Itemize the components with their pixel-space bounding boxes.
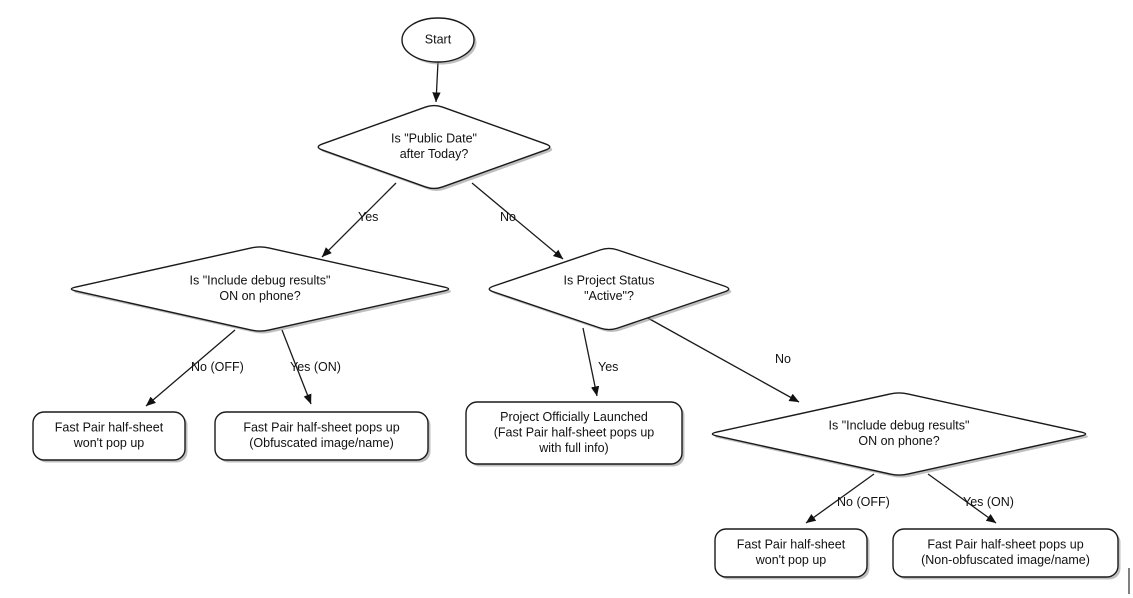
debug-results-decision-right-outline [711,392,1087,476]
edge-public-date-no [471,182,564,260]
result-no-popup-left-outline [32,411,186,461]
debug-results-decision-right-line-0: Is "Include debug results" [829,419,970,433]
result-no-popup-right-outline [714,528,868,578]
result-obfuscated-line-0: Fast Pair half-sheet pops up [243,421,399,435]
debug-results-decision-left[interactable]: Is "Include debug results"ON on phone? [70,246,452,334]
result-no-popup-right-line-1: won't pop up [755,553,827,567]
debug-results-decision-right-line-1: ON on phone? [858,434,939,448]
result-obfuscated-outline [214,411,429,461]
public-date-decision-line-0: Is "Public Date" [391,132,477,146]
project-status-decision-outline [488,247,730,331]
edge-debug-left-no-off-label: No (OFF) [191,360,244,374]
debug-results-decision-left-line-0: Is "Include debug results" [190,274,331,288]
result-non-obfuscated-outline [892,528,1119,578]
start[interactable]: Start [401,17,477,65]
debug-results-decision-left-outline [70,246,450,332]
result-non-obfuscated-line-0: Fast Pair half-sheet pops up [927,538,1083,552]
debug-results-decision-left-line-1: ON on phone? [219,289,300,303]
edges-layer [145,61,997,524]
result-project-launched-line-2: with full info) [538,441,608,455]
edge-public-date-yes-label: Yes [358,210,378,224]
project-status-decision-line-0: Is Project Status [563,274,654,288]
edge-debug-right-no-off-label: No (OFF) [837,495,890,509]
edge-debug-left-yes-on-label: Yes (ON) [290,360,341,374]
result-project-launched-line-0: Project Officially Launched [500,410,648,424]
edge-debug-left-no-off [145,329,236,407]
result-non-obfuscated-line-1: (Non-obfuscated image/name) [921,553,1090,567]
result-non-obfuscated[interactable]: Fast Pair half-sheet pops up(Non-obfusca… [892,528,1121,580]
result-project-launched[interactable]: Project Officially Launched(Fast Pair ha… [465,401,685,467]
public-date-decision-line-1: after Today? [400,147,469,161]
start-outline [401,17,475,63]
public-date-decision[interactable]: Is "Public Date"after Today? [317,104,553,191]
edge-project-status-no [645,316,800,403]
edge-debug-right-no-off [805,473,875,524]
result-obfuscated[interactable]: Fast Pair half-sheet pops up(Obfuscated … [214,411,431,463]
result-no-popup-left-line-1: won't pop up [73,436,145,450]
debug-results-decision-right[interactable]: Is "Include debug results"ON on phone? [711,392,1089,478]
edge-project-status-no-label: No [775,352,791,366]
nodes-layer: Start Is "Public Date"after Today? Is "Inc… [32,17,1121,580]
edge-public-date-no-label: No [500,210,516,224]
public-date-decision-outline [317,104,551,190]
result-no-popup-right-line-0: Fast Pair half-sheet [737,538,846,552]
result-project-launched-line-1: (Fast Pair half-sheet pops up [494,425,655,439]
edge-public-date-yes [321,182,397,258]
edge-start-to-public-date [432,61,441,103]
edge-debug-right-yes-on [927,473,997,524]
result-project-launched-outline [465,401,683,465]
project-status-decision[interactable]: Is Project Status"Active"? [488,247,732,333]
edge-debug-right-yes-on-label: Yes (ON) [963,495,1014,509]
edge-debug-left-yes-on [281,329,312,405]
start-line-0: Start [425,32,452,46]
edge-project-status-yes [582,327,600,397]
result-no-popup-left-line-0: Fast Pair half-sheet [55,421,164,435]
project-status-decision-line-1: "Active"? [584,289,634,303]
edge-project-status-yes-label: Yes [598,360,618,374]
result-obfuscated-line-1: (Obfuscated image/name) [249,436,394,450]
